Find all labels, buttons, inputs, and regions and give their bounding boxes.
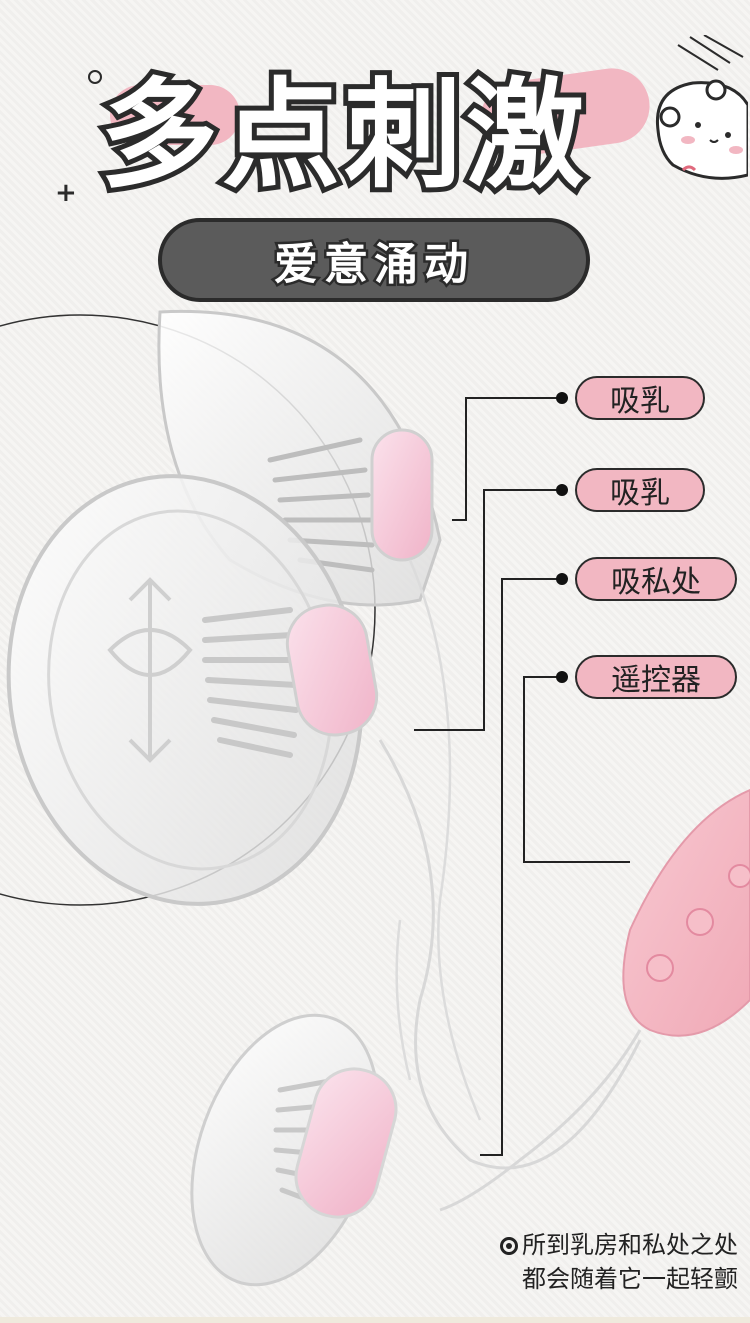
target-icon (500, 1237, 518, 1255)
bear-mascot-icon (655, 35, 748, 180)
label-nipple-suction-1: 吸乳 (575, 376, 705, 420)
leader-dot (556, 392, 568, 404)
bottom-strip (0, 1317, 750, 1323)
headline: 多点刺激 (95, 55, 660, 225)
plus-decoration: + (55, 178, 77, 208)
front-cup-bristles (202, 607, 299, 758)
page-subtitle: 爱意涌动 (272, 237, 474, 293)
cupid-heart-mark (107, 577, 193, 763)
remote-button-mode (646, 954, 674, 982)
wire (395, 919, 412, 1081)
leader-line-1 (452, 397, 562, 521)
caption-line-2: 都会随着它一起轻颤 (522, 1265, 738, 1293)
label-private-suction: 吸私处 (575, 557, 737, 601)
background-circle (0, 314, 376, 906)
leader-dot (556, 573, 568, 585)
remote-button-power (686, 908, 714, 936)
label-nipple-suction-2: 吸乳 (575, 468, 705, 512)
wire (408, 559, 482, 1121)
subtitle-pill: 爱意涌动 (158, 218, 590, 302)
pink-highlight (110, 85, 240, 145)
remote-wire (439, 1029, 642, 1212)
leader-dot (556, 671, 568, 683)
remote-button-speed (728, 864, 750, 888)
circle-decoration (88, 70, 102, 84)
front-bullet (285, 603, 379, 737)
remote-control (622, 788, 750, 1037)
leader-line-3 (480, 578, 562, 1156)
leader-line-2 (414, 489, 562, 731)
label-remote: 遥控器 (575, 655, 737, 699)
feature-caption: 所到乳房和私处之处 都会随着它一起轻颤 (500, 1228, 738, 1296)
leader-dot (556, 484, 568, 496)
caption-line-1: 所到乳房和私处之处 (500, 1228, 738, 1262)
page-title: 多点刺激 (95, 61, 589, 209)
upper-bullet (370, 428, 434, 562)
leader-line-4 (523, 676, 630, 863)
wire (378, 739, 642, 1170)
small-bullet (294, 1067, 398, 1219)
